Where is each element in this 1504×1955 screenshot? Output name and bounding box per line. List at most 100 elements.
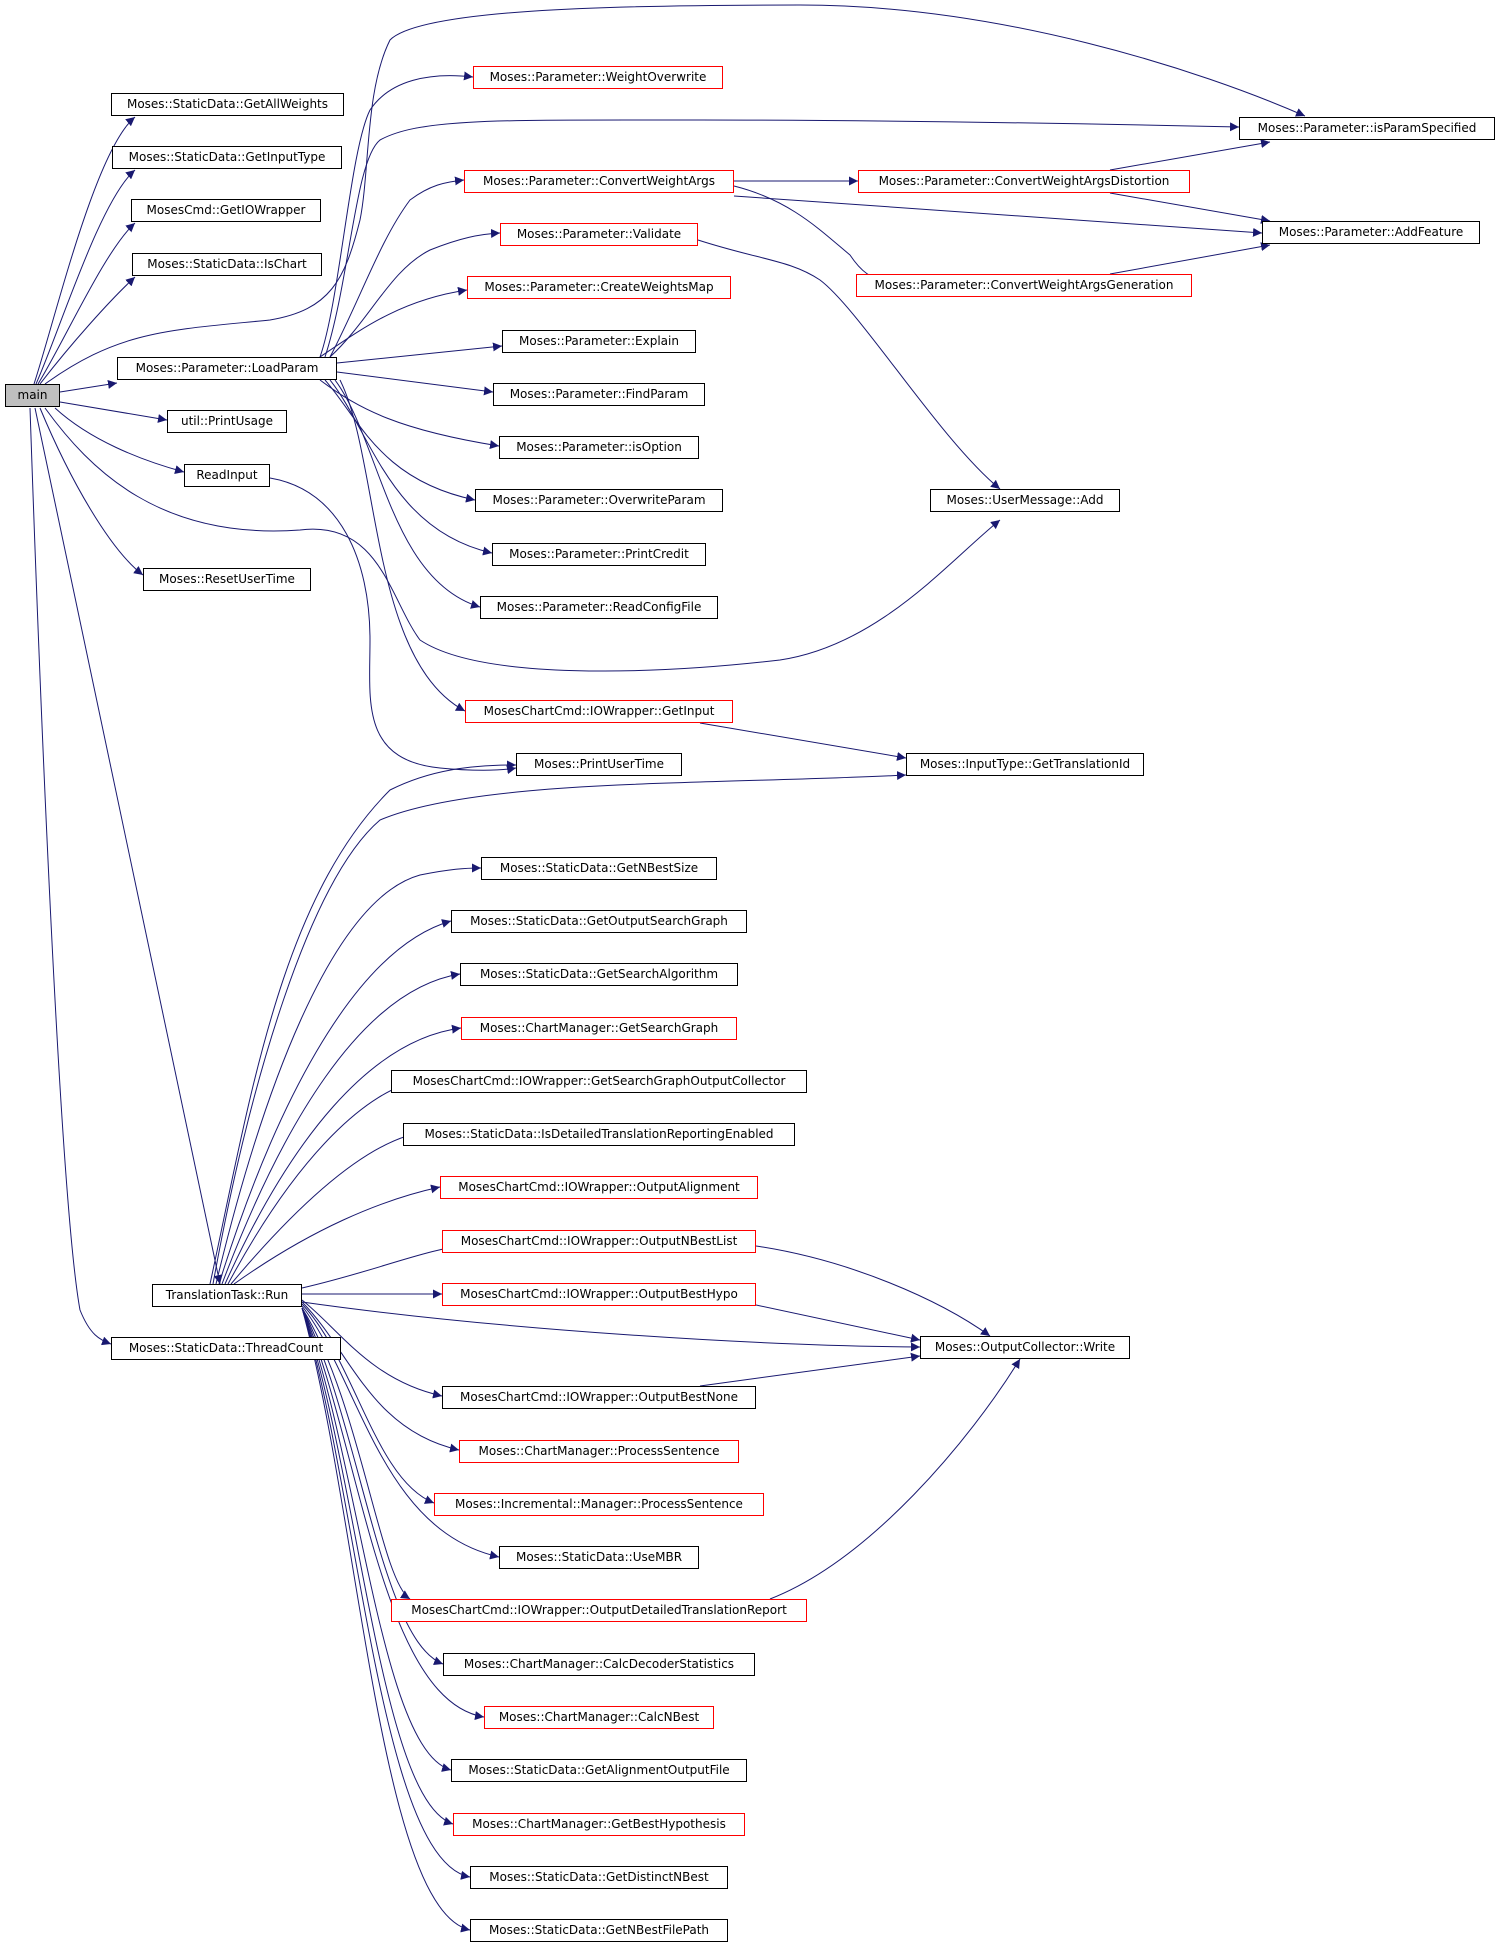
edge-run-getsearchgraph [224,1024,462,1285]
edge-lp-overwriteparam [324,379,476,503]
node-get-search-algorithm[interactable]: Moses::StaticData::GetSearchAlgorithm [460,963,738,986]
edge-lp-isoption [319,379,500,450]
edge-main-resetusertime [39,407,144,576]
node-process-sentence[interactable]: Moses::ChartManager::ProcessSentence [459,1440,739,1463]
node-add-feature[interactable]: Moses::Parameter::AddFeature [1262,221,1480,244]
node-is-param-specified[interactable]: Moses::Parameter::isParamSpecified [1239,117,1495,140]
node-get-input[interactable]: MosesChartCmd::IOWrapper::GetInput [465,700,733,723]
edge-main-printusage [59,401,168,423]
edge-run-calcnbest [301,1307,485,1720]
edge-besthypo-write [755,1304,921,1343]
edge-cwa-addfeature [733,195,1263,237]
node-main[interactable]: main [5,384,60,407]
node-get-nbest-size[interactable]: Moses::StaticData::GetNBestSize [481,857,717,880]
edge-main-threadcount [29,407,112,1346]
node-incremental-process-sentence[interactable]: Moses::Incremental::Manager::ProcessSent… [434,1493,764,1516]
node-output-collector-write[interactable]: Moses::OutputCollector::Write [920,1336,1130,1359]
edge-run-outputcollectorwrite [301,1301,921,1352]
edge-run-outputalignment [233,1184,441,1285]
node-print-user-time[interactable]: Moses::PrintUserTime [516,753,682,776]
edge-lp-readconfigfile [334,379,481,609]
node-output-best-hypo[interactable]: MosesChartCmd::IOWrapper::OutputBestHypo [442,1283,756,1306]
edge-bestnone-write [699,1352,921,1387]
edge-lp-validate [329,228,501,358]
node-is-detailed-translation-reporting-enabled[interactable]: Moses::StaticData::IsDetailedTranslation… [403,1123,795,1146]
edge-main-userreporting [44,407,1001,672]
node-find-param[interactable]: Moses::Parameter::FindParam [493,383,705,406]
edge-run-outputbestnone [301,1299,443,1399]
node-output-alignment[interactable]: MosesChartCmd::IOWrapper::OutputAlignmen… [440,1176,758,1199]
node-get-distinct-nbest[interactable]: Moses::StaticData::GetDistinctNBest [470,1866,728,1889]
node-get-translation-id[interactable]: Moses::InputType::GetTranslationId [906,753,1144,776]
node-calc-decoder-statistics[interactable]: Moses::ChartManager::CalcDecoderStatisti… [443,1653,755,1676]
node-weight-overwrite[interactable]: Moses::Parameter::WeightOverwrite [473,66,723,89]
node-read-input[interactable]: ReadInput [184,464,270,487]
node-read-config-file[interactable]: Moses::Parameter::ReadConfigFile [480,596,718,619]
node-thread-count[interactable]: Moses::StaticData::ThreadCount [111,1337,341,1360]
node-get-input-type[interactable]: Moses::StaticData::GetInputType [112,146,342,169]
node-get-nbest-file-path[interactable]: Moses::StaticData::GetNBestFilePath [470,1919,728,1942]
edge-main-isparamspecified [44,4,1306,385]
edge-detailed-write [769,1358,1021,1600]
node-convert-weight-args[interactable]: Moses::Parameter::ConvertWeightArgs [464,170,734,193]
edge-run-getbesthypothesis [301,1307,454,1826]
node-create-weights-map[interactable]: Moses::Parameter::CreateWeightsMap [467,276,731,299]
node-print-usage[interactable]: util::PrintUsage [167,410,287,433]
node-convert-weight-args-generation[interactable]: Moses::Parameter::ConvertWeightArgsGener… [856,274,1192,297]
node-validate[interactable]: Moses::Parameter::Validate [500,223,698,246]
edge-validate-usermessageadd [697,239,1001,490]
edge-run-incprocesssentence [301,1303,435,1504]
edge-lp-findparam [336,371,494,396]
edge-main-readinput [54,407,185,474]
edge-getinput-translationid [699,722,907,761]
edge-run-translationid [212,770,907,1285]
edge-run-processsentence [301,1301,460,1453]
node-get-search-graph[interactable]: Moses::ChartManager::GetSearchGraph [461,1017,737,1040]
edge-lp-isparamspecified [324,119,1240,358]
edge-readinput-printusertime [269,477,517,775]
node-get-alignment-output-file[interactable]: Moses::StaticData::GetAlignmentOutputFil… [451,1759,747,1782]
edge-run-getoutputsearchgraph [218,919,452,1285]
edge-run-getnbestfilepath [301,1307,471,1933]
node-output-detailed-translation-report[interactable]: MosesChartCmd::IOWrapper::OutputDetailed… [391,1599,807,1622]
edge-run-getsearchalgorithm [221,970,461,1285]
node-is-chart[interactable]: Moses::StaticData::IsChart [132,253,322,276]
node-calc-nbest[interactable]: Moses::ChartManager::CalcNBest [484,1706,714,1729]
edge-lp-printcredit [329,379,493,556]
edge-cwa-generation [733,185,896,288]
node-get-search-graph-output-collector[interactable]: MosesChartCmd::IOWrapper::GetSearchGraph… [391,1070,807,1093]
node-get-best-hypothesis[interactable]: Moses::ChartManager::GetBestHypothesis [453,1813,745,1836]
edge-run-printusertime [209,760,517,1285]
node-load-param[interactable]: Moses::Parameter::LoadParam [117,357,337,380]
node-output-best-none[interactable]: MosesChartCmd::IOWrapper::OutputBestNone [442,1386,756,1409]
node-convert-weight-args-distortion[interactable]: Moses::Parameter::ConvertWeightArgsDisto… [858,170,1190,193]
edge-main-translationrun [34,407,223,1285]
edge-main-getiowrapper [37,222,136,385]
node-translation-task-run[interactable]: TranslationTask::Run [152,1284,302,1307]
edge-nbestlist-write [755,1245,991,1337]
node-output-nbest-list[interactable]: MosesChartCmd::IOWrapper::OutputNBestLis… [442,1230,756,1253]
edge-main-ischart [39,276,136,385]
edge-lp-convertweightargs [329,176,465,358]
node-get-all-weights[interactable]: Moses::StaticData::GetAllWeights [111,93,344,116]
node-is-option[interactable]: Moses::Parameter::isOption [499,436,699,459]
node-explain[interactable]: Moses::Parameter::Explain [502,330,696,353]
node-use-mbr[interactable]: Moses::StaticData::UseMBR [499,1546,699,1569]
node-print-credit[interactable]: Moses::Parameter::PrintCredit [492,543,706,566]
edge-run-getalignmentoutputfile [301,1307,452,1772]
node-overwrite-param[interactable]: Moses::Parameter::OverwriteParam [475,489,723,512]
edge-lp-createweightsmap [319,286,468,358]
edge-run-getdistinctnbest [301,1307,471,1880]
edge-run-getnbestsize [215,863,482,1285]
node-get-io-wrapper[interactable]: MosesCmd::GetIOWrapper [131,199,321,222]
edge-main-getinputtype [35,169,136,385]
node-reset-user-time[interactable]: Moses::ResetUserTime [143,568,311,591]
edge-distortion-addfeature [1109,192,1271,224]
node-user-message-add[interactable]: Moses::UserMessage::Add [930,489,1120,512]
edge-lp-weightoverwrite [319,71,474,358]
edge-lp-explain [336,342,503,364]
edge-lp-getinput [339,379,466,712]
edge-run-isdetailedreporting [230,1131,415,1285]
node-get-output-search-graph[interactable]: Moses::StaticData::GetOutputSearchGraph [451,910,747,933]
